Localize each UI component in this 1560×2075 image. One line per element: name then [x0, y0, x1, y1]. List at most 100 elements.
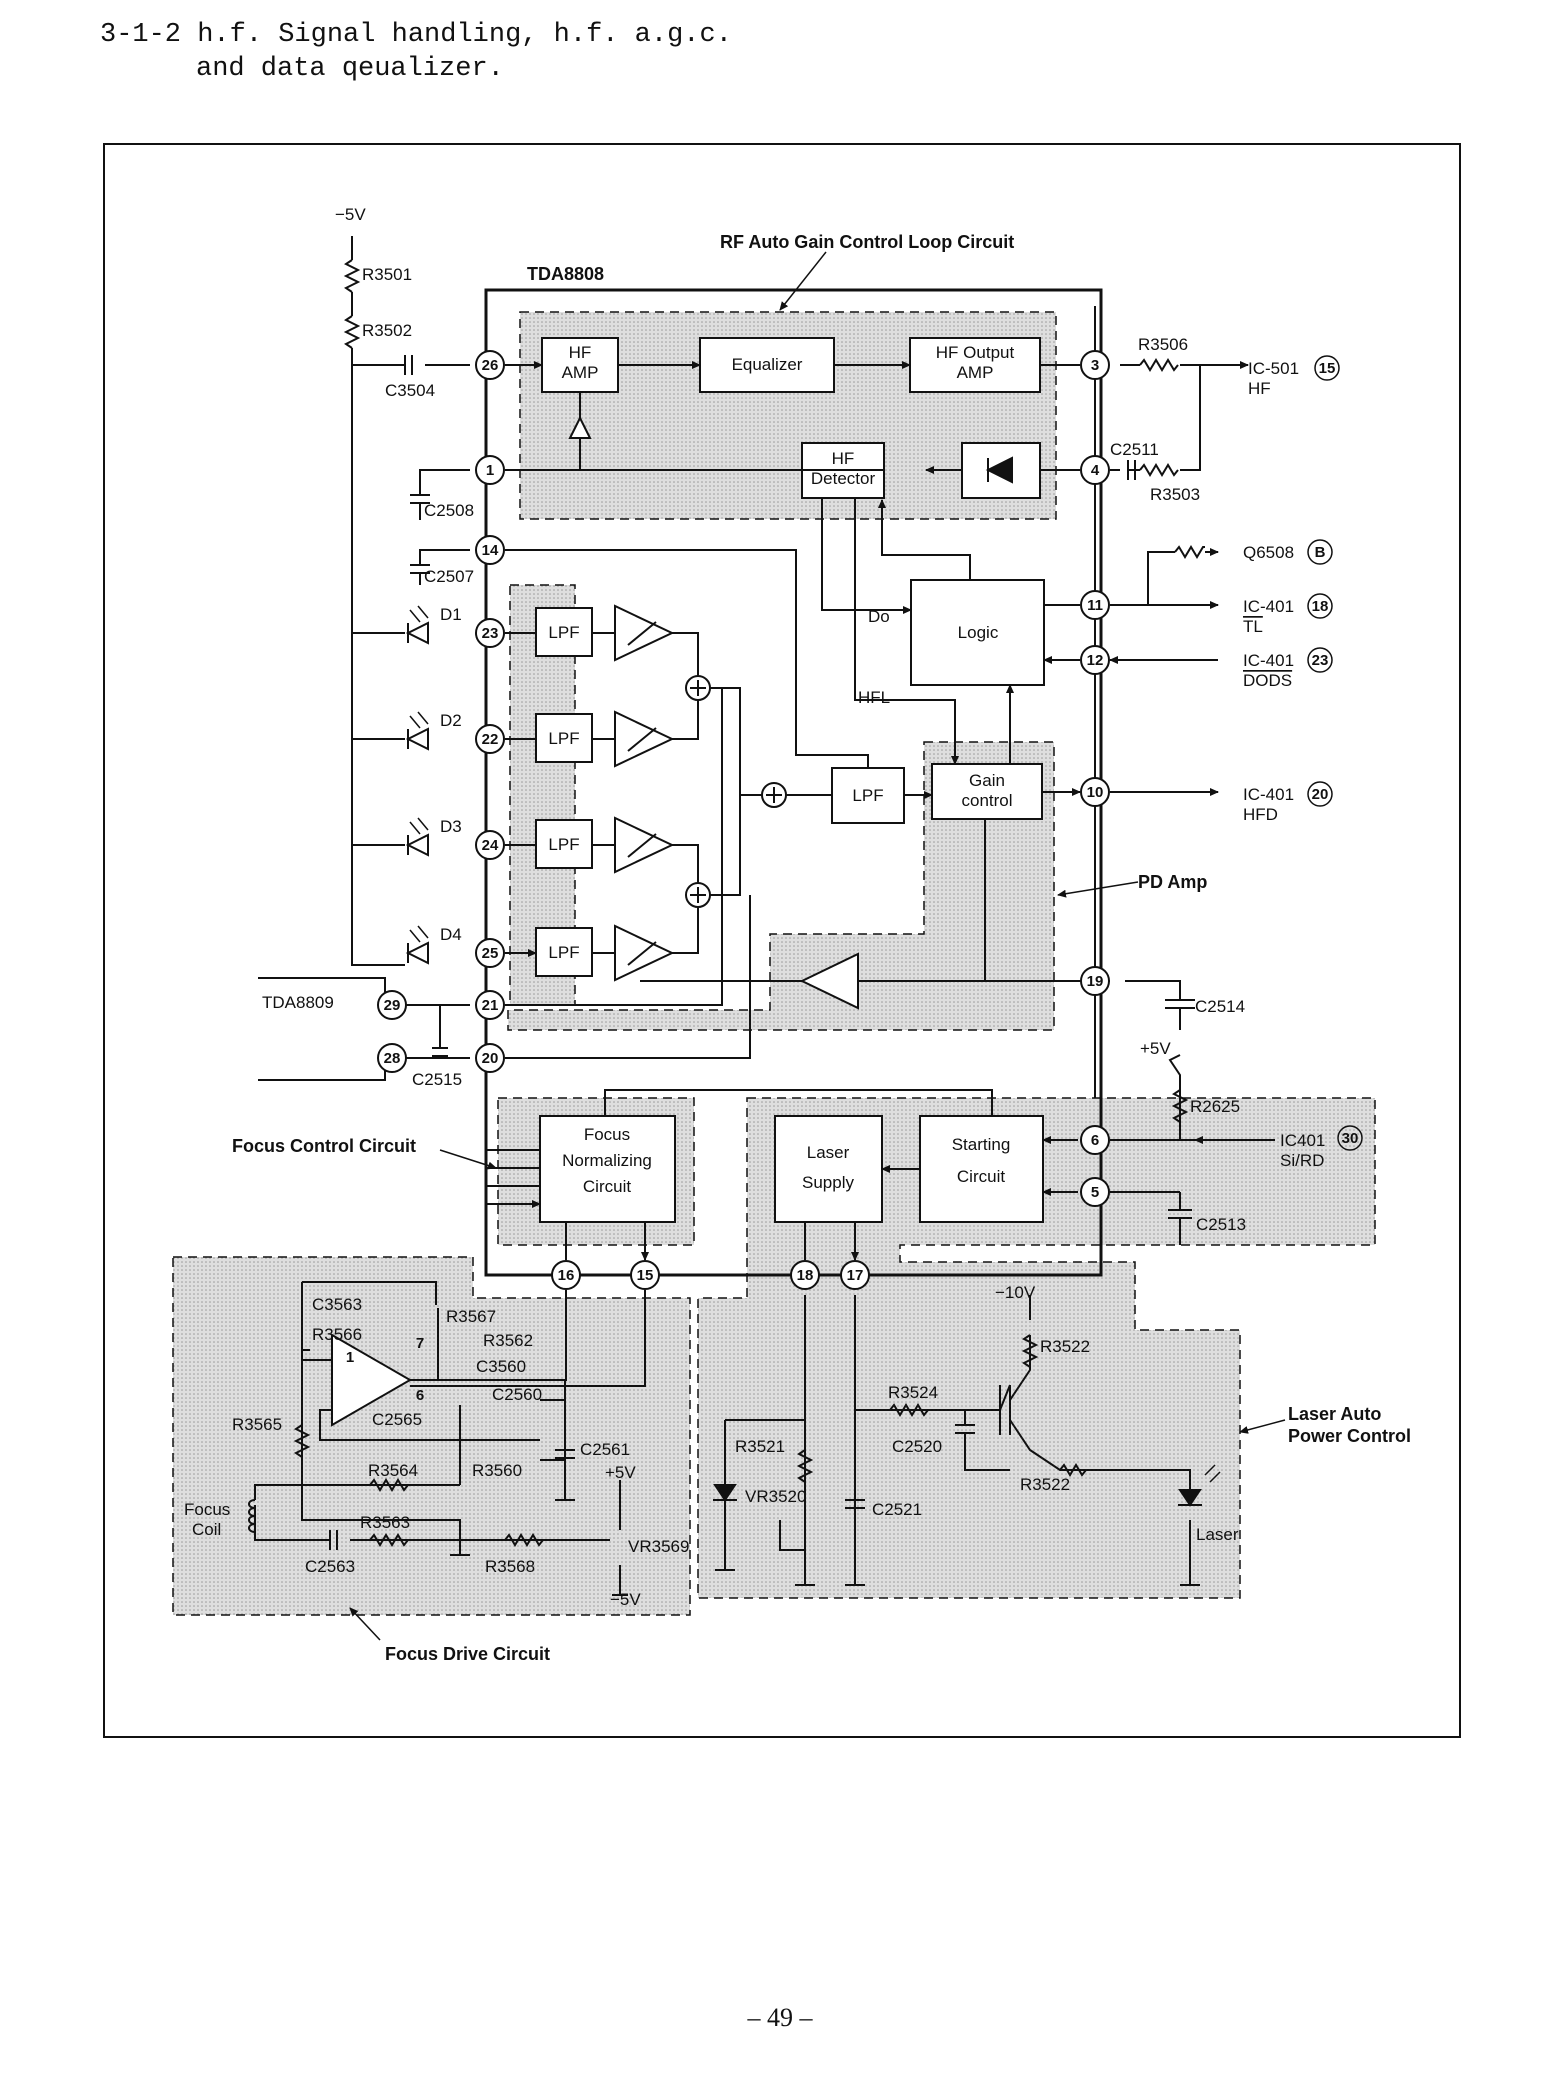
- focus-drive-region: [172, 1256, 691, 1616]
- c2507-symbol: [410, 564, 430, 585]
- r3563-symbol: [369, 1533, 409, 1547]
- lpf-label-1: LPF: [548, 623, 579, 642]
- ic501-signal: HF: [1248, 379, 1271, 398]
- ic401-si-pin-circle: [1337, 1125, 1363, 1151]
- c2507-label: C2507: [424, 567, 474, 586]
- pin-22: 22: [475, 724, 505, 754]
- pin-20: 20: [475, 1043, 505, 1073]
- r3560-label: R3560: [472, 1461, 522, 1480]
- ic401-si-label: IC401: [1280, 1131, 1325, 1150]
- d3-label: D3: [440, 817, 462, 836]
- ic401-hfd-pin-circle: [1307, 781, 1333, 807]
- svg-text:17: 17: [847, 1267, 864, 1284]
- ic401-dods-pin-circle: [1307, 647, 1333, 673]
- c2513-label: C2513: [1196, 1215, 1246, 1234]
- pd-amp-region: [507, 741, 1055, 1031]
- r3522a-label: R3522: [1040, 1337, 1090, 1356]
- svg-text:25: 25: [482, 945, 499, 962]
- hf-amp-label-2: AMP: [562, 363, 599, 382]
- pin-3: 3: [1080, 350, 1110, 380]
- figure-frame: [103, 143, 1461, 1738]
- svg-text:16: 16: [558, 1267, 575, 1284]
- c2515-label: C2515: [412, 1070, 462, 1089]
- focus-control-label: Focus Control Circuit: [232, 1136, 416, 1156]
- r3501-symbol: [343, 259, 361, 293]
- r3564-symbol: [369, 1478, 409, 1492]
- wiring: [254, 236, 1275, 1595]
- plus5v-b-label: +5V: [605, 1463, 636, 1482]
- svg-text:4: 4: [1091, 462, 1100, 479]
- c2511-symbol: [1127, 460, 1136, 480]
- svg-text:23: 23: [482, 625, 499, 642]
- summing-signs: [690, 680, 782, 903]
- d4-label: D4: [440, 925, 462, 944]
- laser-apc-label-2: Power Control: [1288, 1426, 1411, 1446]
- pin-17: 17: [840, 1260, 870, 1290]
- pin-5: 5: [1080, 1177, 1110, 1207]
- c3504-symbol: [404, 355, 413, 375]
- svg-text:12: 12: [1087, 652, 1104, 669]
- plus5v-label: +5V: [1140, 1039, 1171, 1058]
- pin-1: 1: [475, 455, 505, 485]
- r3564-label: R3564: [368, 1461, 418, 1480]
- ic401-tl-signal: TL: [1243, 617, 1263, 636]
- svg-text:19: 19: [1087, 973, 1104, 990]
- pin-6: 6: [1080, 1125, 1110, 1155]
- ic401-tl-pin: 18: [1312, 598, 1329, 615]
- ic401-hfd-label: IC-401: [1243, 785, 1294, 804]
- signal-tda8809: TDA8809: [262, 993, 334, 1012]
- pin-15: 15: [630, 1260, 660, 1290]
- r3563-label: R3563: [360, 1513, 410, 1532]
- c3563-label: C3563: [312, 1295, 362, 1314]
- pointer-lines: [349, 251, 1286, 1641]
- opamp-pin-1: 1: [346, 1349, 354, 1366]
- r3562-label: R3562: [483, 1331, 533, 1350]
- heading-line-2: and data qeualizer.: [196, 54, 504, 84]
- pin-29: 29: [377, 990, 407, 1020]
- svg-text:18: 18: [797, 1267, 814, 1284]
- pin-21: 21: [475, 990, 505, 1020]
- equalizer-block: [699, 337, 835, 393]
- ic401-dods-pin: 23: [1312, 652, 1329, 669]
- r2625-symbol: [1171, 1089, 1189, 1123]
- ground-symbols: [450, 1499, 1200, 1596]
- equalizer-label: Equalizer: [732, 355, 803, 374]
- r3503-symbol: [1139, 463, 1179, 477]
- c3560-label: C3560: [476, 1357, 526, 1376]
- focus-norm-label-2: Normalizing: [562, 1151, 652, 1170]
- r3524-label: R3524: [888, 1383, 938, 1402]
- r3568-label: R3568: [485, 1557, 535, 1576]
- opamp-pin-6: 6: [416, 1387, 424, 1404]
- r3566-label: R3566: [312, 1325, 362, 1344]
- c2561-symbol: [555, 1449, 575, 1459]
- r3521-symbol: [796, 1449, 814, 1483]
- c2521-label: C2521: [872, 1500, 922, 1519]
- vr3569-label: VR3569: [628, 1537, 689, 1556]
- svg-text:6: 6: [1091, 1132, 1099, 1149]
- rf-agc-loop-label: RF Auto Gain Control Loop Circuit: [720, 232, 1014, 252]
- focus-coil-label-2: Coil: [192, 1520, 221, 1539]
- r3502-symbol: [343, 315, 361, 349]
- ic501-pin-circle: [1314, 355, 1340, 381]
- minus5v-b-label: −5V: [610, 1590, 641, 1609]
- q6508-pin-circle: [1307, 539, 1333, 565]
- pd-amp-label: PD Amp: [1138, 872, 1207, 892]
- c2514-label: C2514: [1195, 997, 1245, 1016]
- laser-supply-label-1: Laser: [807, 1143, 850, 1162]
- ic401-hfd-pin: 20: [1312, 786, 1329, 803]
- c2511-label: C2511: [1110, 440, 1159, 459]
- r3568-symbol: [504, 1533, 544, 1547]
- ic401-si-signal: Si/RD: [1280, 1151, 1324, 1170]
- c3504-label: C3504: [385, 381, 435, 400]
- photodiodes: [405, 456, 1202, 1507]
- focus-normalizing-block: [539, 1115, 676, 1223]
- pin-23: 23: [475, 618, 505, 648]
- d1-label: D1: [440, 605, 462, 624]
- svg-text:20: 20: [482, 1050, 499, 1067]
- gain-control-label-2: control: [961, 791, 1012, 810]
- pins: 26 1 14 23 22 24 25 21 20 29 28 3 4 11 1…: [377, 350, 1110, 1290]
- svg-text:3: 3: [1091, 357, 1099, 374]
- r3506-label: R3506: [1138, 335, 1188, 354]
- hf-output-amp-label-2: AMP: [957, 363, 994, 382]
